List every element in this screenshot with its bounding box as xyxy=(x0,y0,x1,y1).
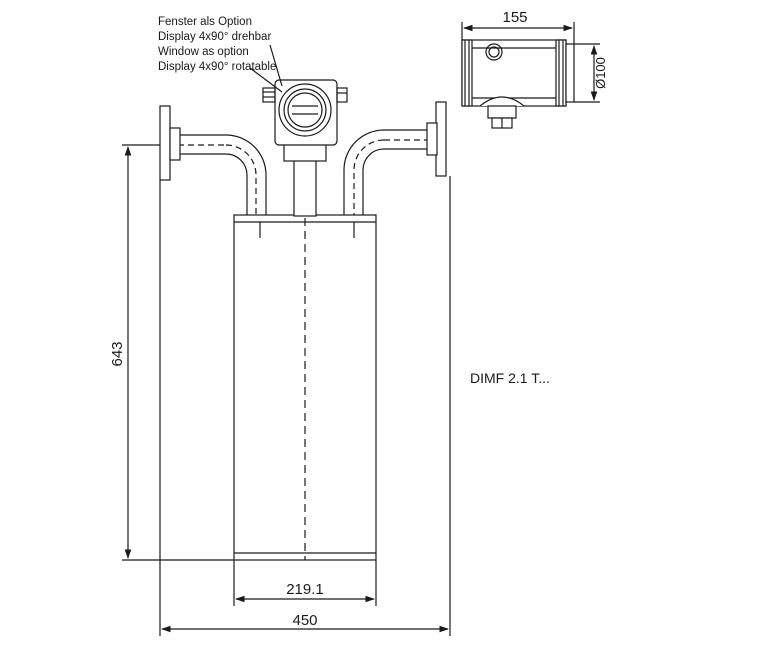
note-window-en: Window as option xyxy=(158,46,249,58)
right-flange xyxy=(426,101,447,177)
housing-detail xyxy=(461,39,575,129)
housing-diameter-label: Ø100 xyxy=(593,57,608,89)
overall-width-label: 450 xyxy=(292,612,317,629)
vessel-diameter-label: 219.1 xyxy=(286,581,324,598)
note-leader xyxy=(249,44,283,93)
note-display-de: Display 4x90° drehbar xyxy=(158,31,271,43)
dimension-vessel-diameter xyxy=(233,560,377,606)
height-label: 643 xyxy=(109,341,126,366)
dimension-housing-width xyxy=(461,22,575,44)
dimension-height xyxy=(122,144,234,561)
dimension-housing-diameter xyxy=(574,43,600,103)
note-window-de: Fenster als Option xyxy=(158,16,252,28)
left-flange xyxy=(159,105,181,181)
right-pipe xyxy=(343,129,430,215)
left-pipe xyxy=(178,134,267,215)
note-display-en: Display 4x90° rotatable xyxy=(158,61,276,73)
dimension-overall-width xyxy=(159,176,451,636)
transmitter-head xyxy=(262,79,348,146)
transmitter-neck xyxy=(283,142,327,217)
housing-width-label: 155 xyxy=(502,9,527,26)
model-label: DIMF 2.1 T... xyxy=(470,370,550,386)
